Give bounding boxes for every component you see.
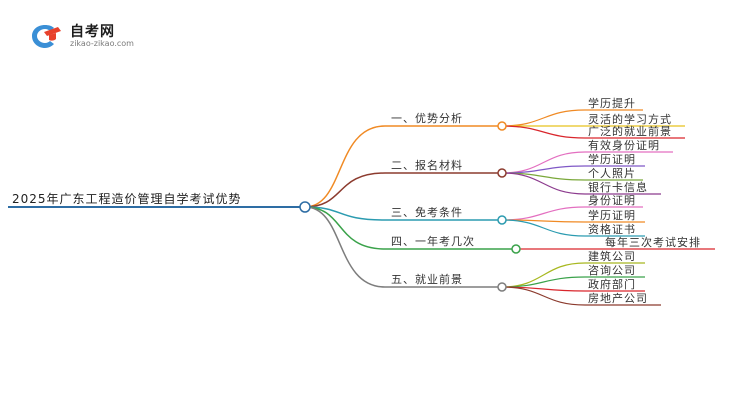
- branch-label-2[interactable]: 二、报名材料: [391, 158, 463, 172]
- child-connector-3-1: [501, 206, 586, 221]
- root-topic[interactable]: 2025年广东工程造价管理自学考试优势: [12, 191, 242, 206]
- branch-label-3[interactable]: 三、免考条件: [391, 205, 463, 219]
- site-logo[interactable]: 自考网 zikao-zikao.com: [30, 20, 160, 52]
- leaf-label-2-1[interactable]: 有效身份证明: [588, 138, 660, 152]
- leaf-label-5-3[interactable]: 政府部门: [588, 277, 636, 291]
- branch-node-1: [497, 121, 507, 131]
- leaf-label-1-1[interactable]: 学历提升: [588, 96, 636, 110]
- child-connector-2-4: [501, 172, 586, 195]
- child-connector-5-2: [501, 276, 586, 288]
- graduation-cap-logo-icon: [32, 25, 61, 48]
- branch-label-5[interactable]: 五、就业前景: [391, 272, 463, 286]
- child-connector-5-1: [501, 262, 586, 288]
- child-connector-3-3: [501, 219, 586, 237]
- root-connector-5: [304, 206, 386, 288]
- branch-node-5: [497, 282, 507, 292]
- child-connector-1-3: [501, 125, 586, 139]
- root-connector-3: [304, 206, 386, 221]
- logo-subtitle: zikao-zikao.com: [70, 39, 134, 48]
- branch-node-4: [511, 244, 521, 254]
- root-node: [299, 201, 311, 213]
- leaf-label-5-2[interactable]: 咨询公司: [588, 263, 636, 277]
- branch-label-4[interactable]: 四、一年考几次: [391, 234, 475, 248]
- leaf-label-3-1[interactable]: 身份证明: [588, 193, 636, 207]
- leaf-label-5-1[interactable]: 建筑公司: [588, 249, 636, 263]
- leaf-label-4-1[interactable]: 每年三次考试安排: [605, 235, 701, 249]
- leaf-label-1-3[interactable]: 广泛的就业前景: [588, 124, 672, 138]
- leaf-label-3-3[interactable]: 资格证书: [588, 222, 636, 236]
- child-connector-1-1: [501, 109, 586, 127]
- leaf-label-5-4[interactable]: 房地产公司: [588, 291, 648, 305]
- child-connector-5-4: [501, 286, 586, 306]
- leaf-label-2-3[interactable]: 个人照片: [588, 167, 636, 180]
- leaf-label-2-2[interactable]: 学历证明: [588, 152, 636, 166]
- branch-label-1[interactable]: 一、优势分析: [391, 111, 463, 125]
- leaf-label-3-2[interactable]: 学历证明: [588, 208, 636, 222]
- root-connector-1: [304, 125, 386, 208]
- branch-node-2: [497, 168, 507, 178]
- root-connector-2: [304, 172, 386, 208]
- root-connector-4: [304, 206, 386, 250]
- branch-node-3: [497, 215, 507, 225]
- logo-title: 自考网: [70, 24, 115, 40]
- leaf-label-2-4[interactable]: 银行卡信息: [588, 180, 648, 194]
- leaf-label-1-2[interactable]: 灵活的学习方式: [588, 112, 672, 126]
